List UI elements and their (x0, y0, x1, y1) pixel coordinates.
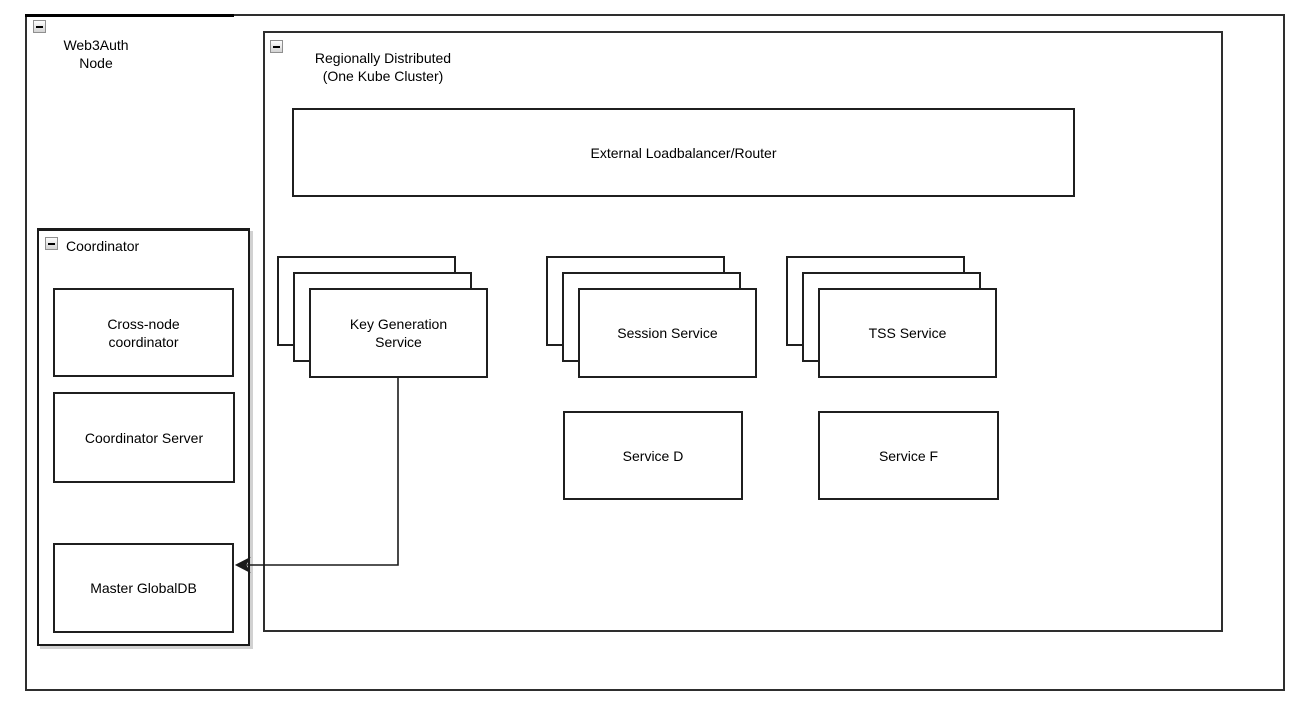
service-d-box: Service D (563, 411, 743, 500)
external-loadbalancer-box: External Loadbalancer/Router (292, 108, 1075, 197)
web3auth-node-title-line2: Node (79, 55, 113, 71)
session-service-stack: Session Service (546, 256, 758, 379)
session-service-label: Session Service (617, 325, 718, 341)
cross-node-coordinator-label: Cross-node coordinator (107, 315, 180, 350)
minus-icon (48, 242, 55, 245)
master-globaldb-label: Master GlobalDB (90, 580, 197, 596)
external-loadbalancer-label: External Loadbalancer/Router (590, 144, 777, 161)
tss-service-stack: TSS Service (786, 256, 998, 379)
coordinator-container: Coordinator Cross-node coordinator Coord… (37, 228, 250, 646)
kube-cluster-title-line1: Regionally Distributed (314, 50, 452, 66)
master-globaldb-box: Master GlobalDB (53, 543, 234, 633)
web3auth-node-title-line1: Web3Auth (63, 37, 129, 53)
coordinator-server-box: Coordinator Server (53, 392, 235, 483)
coordinator-server-label: Coordinator Server (84, 429, 204, 446)
service-f-label: Service F (878, 447, 939, 464)
tss-service-label: TSS Service (868, 325, 947, 341)
service-f-box: Service F (818, 411, 999, 500)
kube-cluster-title-line2: (One Kube Cluster) (322, 68, 444, 84)
key-generation-service-box: Key Generation Service (309, 288, 488, 378)
cross-node-coordinator-box: Cross-node coordinator (53, 288, 234, 377)
kube-cluster-container: Regionally Distributed (One Kube Cluster)… (263, 31, 1223, 632)
key-generation-service-stack: Key Generation Service (277, 256, 489, 379)
collapse-button[interactable] (33, 20, 46, 33)
key-generation-service-label: Key Generation Service (349, 316, 448, 350)
minus-icon (273, 45, 280, 48)
collapse-button[interactable] (270, 40, 283, 53)
session-service-box: Session Service (578, 288, 757, 378)
minus-icon (36, 25, 43, 28)
service-d-label: Service D (622, 447, 684, 464)
tss-service-box: TSS Service (818, 288, 997, 378)
collapse-button[interactable] (45, 237, 58, 250)
outer-border-accent (25, 14, 234, 17)
kube-cluster-title: Regionally Distributed (One Kube Cluster) (293, 49, 473, 85)
coordinator-title: Coordinator (66, 238, 140, 254)
